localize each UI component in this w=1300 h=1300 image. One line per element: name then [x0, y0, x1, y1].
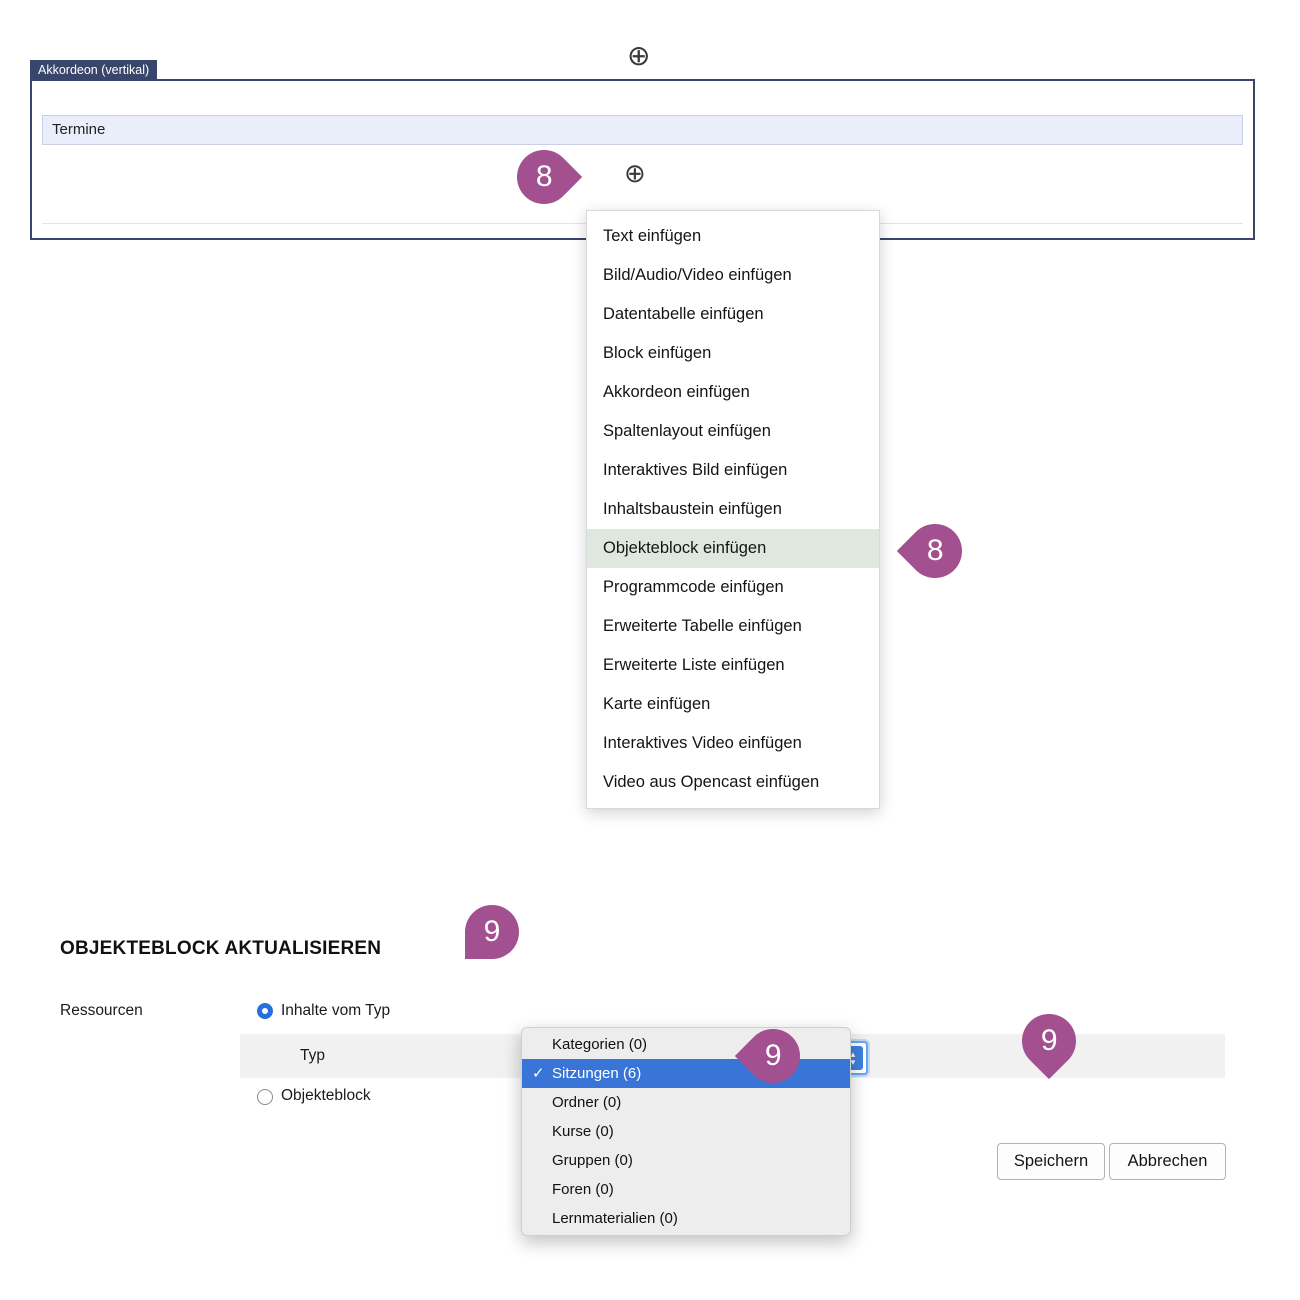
typ-option[interactable]: Gruppen (0): [552, 1152, 633, 1169]
insert-menu-item-highlighted[interactable]: Objekteblock einfügen: [587, 529, 879, 568]
marker-number: 9: [1040, 1024, 1058, 1057]
typ-dropdown-menu: Kategorien (0) ✓Sitzungen (6) Ordner (0)…: [521, 1027, 851, 1236]
save-button[interactable]: Speichern: [997, 1143, 1105, 1180]
insert-menu-item[interactable]: Erweiterte Tabelle einfügen: [603, 617, 802, 635]
typ-option[interactable]: Ordner (0): [552, 1094, 622, 1111]
add-content-icon[interactable]: ⊕: [624, 158, 646, 188]
insert-menu-item[interactable]: Interaktives Bild einfügen: [603, 461, 788, 479]
insert-menu-item[interactable]: Programmcode einfügen: [603, 578, 784, 596]
insert-menu: Text einfügen Bild/Audio/Video einfügen …: [586, 210, 880, 809]
typ-option[interactable]: Foren (0): [552, 1181, 614, 1198]
insert-menu-item[interactable]: Spaltenlayout einfügen: [603, 422, 771, 440]
insert-menu-item[interactable]: Video aus Opencast einfügen: [603, 773, 820, 791]
add-block-top-icon[interactable]: ⊕: [627, 40, 651, 71]
step-marker-9-radio: 9: [465, 905, 519, 959]
accordion-type-label: Akkordeon (vertikal): [30, 60, 158, 81]
form-heading: OBJEKTEBLOCK AKTUALISIEREN: [60, 938, 382, 959]
insert-menu-item[interactable]: Block einfügen: [603, 344, 712, 362]
insert-menu-item[interactable]: Datentabelle einfügen: [603, 305, 764, 323]
typ-option[interactable]: Lernmaterialien (0): [552, 1210, 678, 1227]
accordion-section-header[interactable]: Termine: [42, 115, 1243, 145]
insert-menu-item[interactable]: Akkordeon einfügen: [603, 383, 750, 401]
insert-menu-item[interactable]: Inhaltsbaustein einfügen: [603, 500, 782, 518]
radio-inhalte-vom-typ-label[interactable]: Inhalte vom Typ: [281, 1002, 391, 1019]
marker-number: 9: [483, 915, 501, 948]
typ-option[interactable]: Kategorien (0): [552, 1036, 648, 1053]
insert-menu-item[interactable]: Interaktives Video einfügen: [603, 734, 802, 752]
typ-option-selected[interactable]: ✓Sitzungen (6): [522, 1059, 850, 1088]
marker-number: 8: [535, 160, 553, 193]
insert-menu-item[interactable]: Bild/Audio/Video einfügen: [603, 266, 792, 284]
marker-number: 8: [926, 534, 944, 567]
radio-inhalte-vom-typ[interactable]: [257, 1003, 273, 1019]
check-icon: ✓: [532, 1065, 545, 1082]
radio-objekteblock[interactable]: [257, 1089, 273, 1105]
typ-label: Typ: [300, 1047, 325, 1064]
ressourcen-label: Ressourcen: [60, 1002, 143, 1019]
typ-option[interactable]: Kurse (0): [552, 1123, 614, 1140]
step-marker-8-menu: 8: [896, 512, 974, 590]
insert-menu-item[interactable]: Text einfügen: [603, 227, 702, 245]
insert-menu-item[interactable]: Karte einfügen: [603, 695, 711, 713]
radio-objekteblock-label[interactable]: Objekteblock: [281, 1087, 371, 1104]
marker-number: 9: [764, 1039, 782, 1072]
insert-menu-item[interactable]: Erweiterte Liste einfügen: [603, 656, 785, 674]
cancel-button[interactable]: Abbrechen: [1109, 1143, 1226, 1180]
